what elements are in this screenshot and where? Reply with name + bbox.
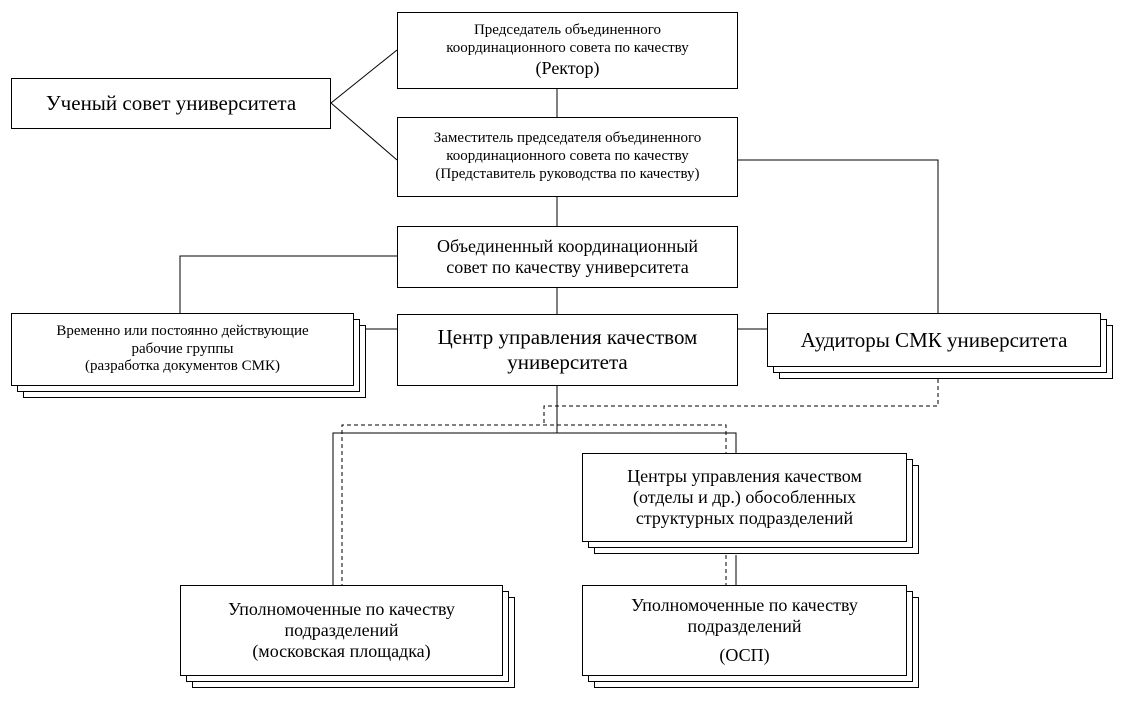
joint-council-box: Объединенный координационный совет по ка… — [397, 226, 738, 288]
chairman-line-1: Председатель объединенного — [473, 22, 662, 39]
deputy-line-2: координационного совета по качеству — [446, 148, 689, 165]
working-groups-line-3: (разработка документов СМК) — [85, 358, 280, 375]
chairman-line-2: координационного совета по качеству — [446, 39, 689, 56]
joint-council-line-2: совет по качеству университета — [446, 257, 689, 277]
joint-council-line-1: Объединенный координационный — [437, 235, 698, 256]
auditors-label: Аудиторы СМК университета — [800, 327, 1068, 352]
moscow-reps-line-3: (московская площадка) — [252, 641, 431, 662]
osp-reps-line-3: (ОСП) — [719, 645, 770, 666]
moscow-reps-line-2: подразделений — [284, 619, 399, 640]
branch-centers-line-2: (отделы и др.) обособленных — [632, 486, 857, 507]
deputy-box: Заместитель председателя объединенного к… — [397, 117, 738, 197]
branch-centers-line-3: структурных подразделений — [635, 508, 854, 529]
deputy-line-1: Заместитель председателя объединенного — [433, 130, 702, 147]
connector-center-branch — [557, 432, 737, 455]
connector-deputy-auditors — [738, 159, 939, 313]
academic-council-box: Ученый совет университета — [11, 78, 331, 129]
academic-council-label: Ученый совет университета — [45, 91, 297, 116]
connector-joint-groups — [179, 255, 397, 313]
dashed-audit-bus — [341, 424, 727, 588]
osp-reps-line-1: Уполномоченные по качеству — [631, 594, 858, 615]
branch-centers-line-1: Центры управления качеством — [627, 465, 862, 486]
osp-reps-line-2: подразделений — [687, 615, 802, 636]
deputy-line-3: (Представитель руководства по качеству) — [435, 165, 700, 182]
moscow-reps-box: Уполномоченные по качеству подразделений… — [180, 585, 503, 676]
connector-center-bus — [332, 386, 558, 588]
working-groups-line-1: Временно или постоянно действующие — [56, 322, 309, 339]
chairman-line-3: (Ректор) — [535, 57, 600, 78]
branch-centers-box: Центры управления качеством (отделы и др… — [582, 453, 907, 542]
qm-center-box: Центр управления качеством университета — [397, 314, 738, 386]
auditors-box: Аудиторы СМК университета — [767, 313, 1101, 367]
moscow-reps-line-1: Уполномоченные по качеству — [228, 598, 455, 619]
connector-council-chairman — [330, 49, 398, 104]
working-groups-line-2: рабочие группы — [131, 340, 234, 357]
osp-reps-box: Уполномоченные по качеству подразделений… — [582, 585, 907, 676]
qm-center-line-2: университета — [507, 350, 628, 374]
working-groups-box: Временно или постоянно действующие рабоч… — [11, 313, 354, 386]
dashed-auditors-link — [543, 372, 939, 425]
chairman-box: Председатель объединенного координационн… — [397, 12, 738, 89]
connector-council-deputy — [330, 102, 398, 161]
qm-center-line-1: Центр управления качеством — [437, 325, 698, 350]
